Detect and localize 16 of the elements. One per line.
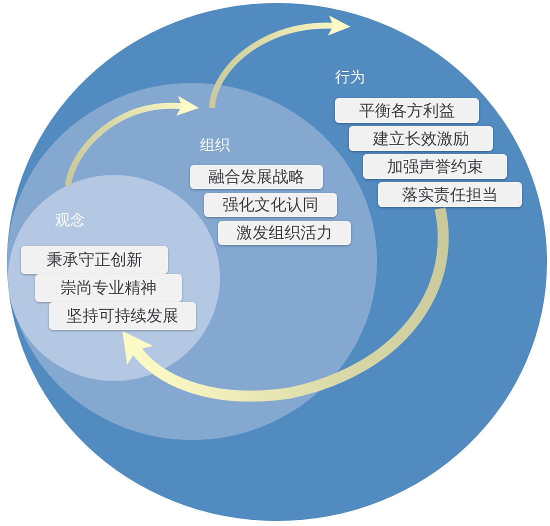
curved-arrow	[65, 96, 200, 186]
item-card: 激发组织活力	[218, 221, 351, 245]
item-card: 落实责任担当	[378, 182, 522, 207]
section-heading: 观念	[55, 212, 85, 229]
item-card: 坚持可持续发展	[49, 302, 196, 330]
item-card: 加强声誉约束	[363, 154, 507, 179]
item-card: 强化文化认同	[204, 193, 337, 217]
item-card: 融合发展战略	[190, 165, 323, 189]
item-card: 秉承守正创新	[21, 246, 168, 274]
item-card: 崇尚专业精神	[35, 274, 182, 302]
item-card: 平衡各方利益	[335, 98, 479, 123]
section-heading: 组织	[200, 137, 230, 154]
curved-arrow	[209, 16, 350, 108]
curved-arrow	[121, 208, 448, 402]
item-card: 建立长效激励	[349, 126, 493, 151]
section-heading: 行为	[335, 69, 365, 86]
